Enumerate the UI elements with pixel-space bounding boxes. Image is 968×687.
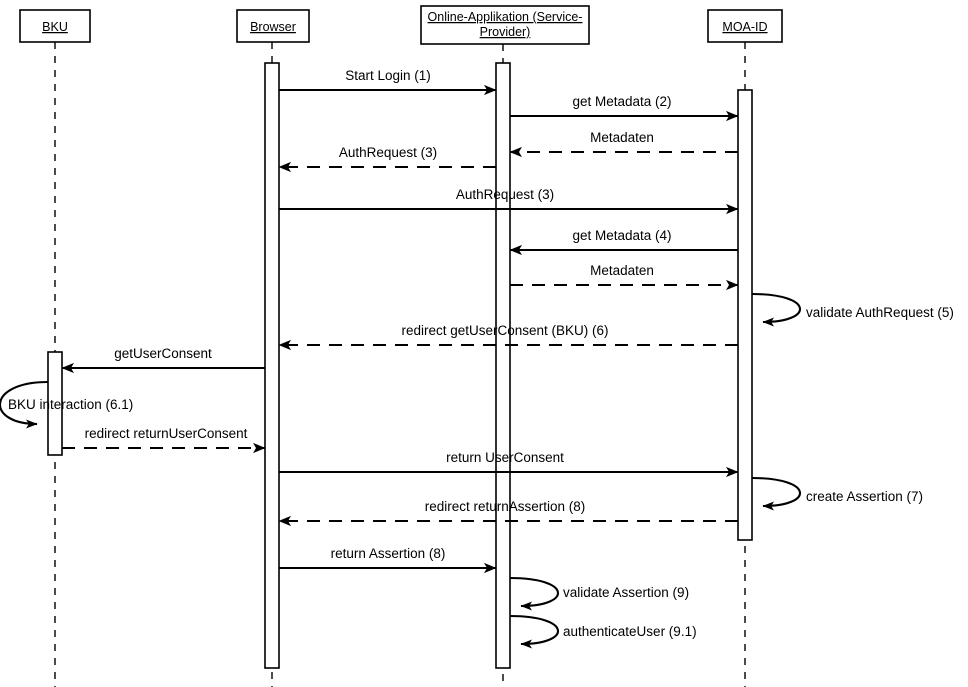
self-messages-layer: validate AuthRequest (5) BKU interaction … — [0, 292, 954, 649]
participant-box-bku[interactable] — [19, 9, 91, 43]
message-label-11: return UserConsent — [446, 450, 564, 465]
participant-label-moaid: MOA-ID — [722, 20, 767, 34]
self-message-1: validate AuthRequest (5) — [751, 292, 954, 327]
message-8: redirect getUserConsent (BKU) (6) — [278, 323, 738, 351]
self-message-arrow-3 — [751, 476, 801, 511]
participant-label-sp: Online-Applikation (Service- — [428, 10, 583, 24]
self-message-5: authenticateUser (9.1) — [509, 614, 697, 649]
participant-browser[interactable]: Browser — [236, 9, 310, 43]
activation-bar-moaid — [737, 89, 753, 541]
message-label-8: redirect getUserConsent (BKU) (6) — [401, 323, 608, 338]
message-label-5: AuthRequest (3) — [456, 187, 554, 202]
self-message-label-1: validate AuthRequest (5) — [806, 305, 954, 320]
self-message-label-5: authenticateUser (9.1) — [563, 624, 697, 639]
participant-headers-layer: BKU Browser Online-Applikation (Service-Pr… — [19, 5, 783, 45]
self-message-3: create Assertion (7) — [751, 476, 923, 511]
self-message-label-3: create Assertion (7) — [806, 489, 923, 504]
activation-bar-sp — [495, 62, 511, 669]
participant-label-sp-line2: Provider) — [480, 25, 531, 39]
message-5: AuthRequest (3) — [279, 187, 739, 215]
self-message-arrow-5 — [509, 614, 559, 649]
self-message-label-4: validate Assertion (9) — [563, 585, 689, 600]
activations-layer — [47, 62, 753, 669]
self-message-2: BKU interaction (6.1) — [0, 380, 133, 429]
self-message-4: validate Assertion (9) — [509, 576, 689, 611]
activation-bar-bku — [47, 351, 63, 456]
message-label-13: return Assertion (8) — [331, 546, 446, 561]
message-4: AuthRequest (3) — [278, 145, 496, 173]
message-label-12: redirect returnAssertion (8) — [425, 499, 586, 514]
message-label-10: redirect returnUserConsent — [85, 426, 248, 441]
participant-bku[interactable]: BKU — [19, 9, 91, 43]
participant-box-sp[interactable] — [420, 5, 590, 45]
participant-label-bku: BKU — [42, 20, 68, 34]
participant-box-browser[interactable] — [236, 9, 310, 43]
message-3: Metadaten — [509, 130, 738, 158]
message-2: get Metadata (2) — [510, 94, 739, 122]
message-label-7: Metadaten — [590, 263, 654, 278]
participant-label-browser: Browser — [250, 20, 296, 34]
message-1: Start Login (1) — [279, 68, 497, 96]
self-message-arrow-2 — [0, 380, 49, 429]
message-label-1: Start Login (1) — [345, 68, 431, 83]
message-label-3: Metadaten — [590, 130, 654, 145]
participant-sp[interactable]: Online-Applikation (Service-Provider) — [420, 5, 590, 45]
message-10: redirect returnUserConsent — [62, 426, 266, 454]
self-message-arrow-1 — [751, 292, 801, 327]
message-7: Metadaten — [510, 263, 739, 291]
self-message-label-2: BKU interaction (6.1) — [8, 397, 133, 412]
message-6: get Metadata (4) — [509, 228, 738, 256]
message-label-6: get Metadata (4) — [572, 228, 671, 243]
message-label-9: getUserConsent — [114, 346, 212, 361]
message-13: return Assertion (8) — [279, 546, 497, 574]
participant-box-moaid[interactable] — [707, 9, 783, 43]
message-label-2: get Metadata (2) — [572, 94, 671, 109]
message-label-4: AuthRequest (3) — [339, 145, 437, 160]
message-11: return UserConsent — [279, 450, 739, 478]
participant-moaid[interactable]: MOA-ID — [707, 9, 783, 43]
message-12: redirect returnAssertion (8) — [278, 499, 738, 527]
self-message-arrow-4 — [509, 576, 559, 611]
message-9: getUserConsent — [61, 346, 265, 374]
activation-bar-browser — [264, 62, 280, 669]
messages-layer: Start Login (1) get Metadata (2) Metadaten… — [61, 68, 739, 574]
